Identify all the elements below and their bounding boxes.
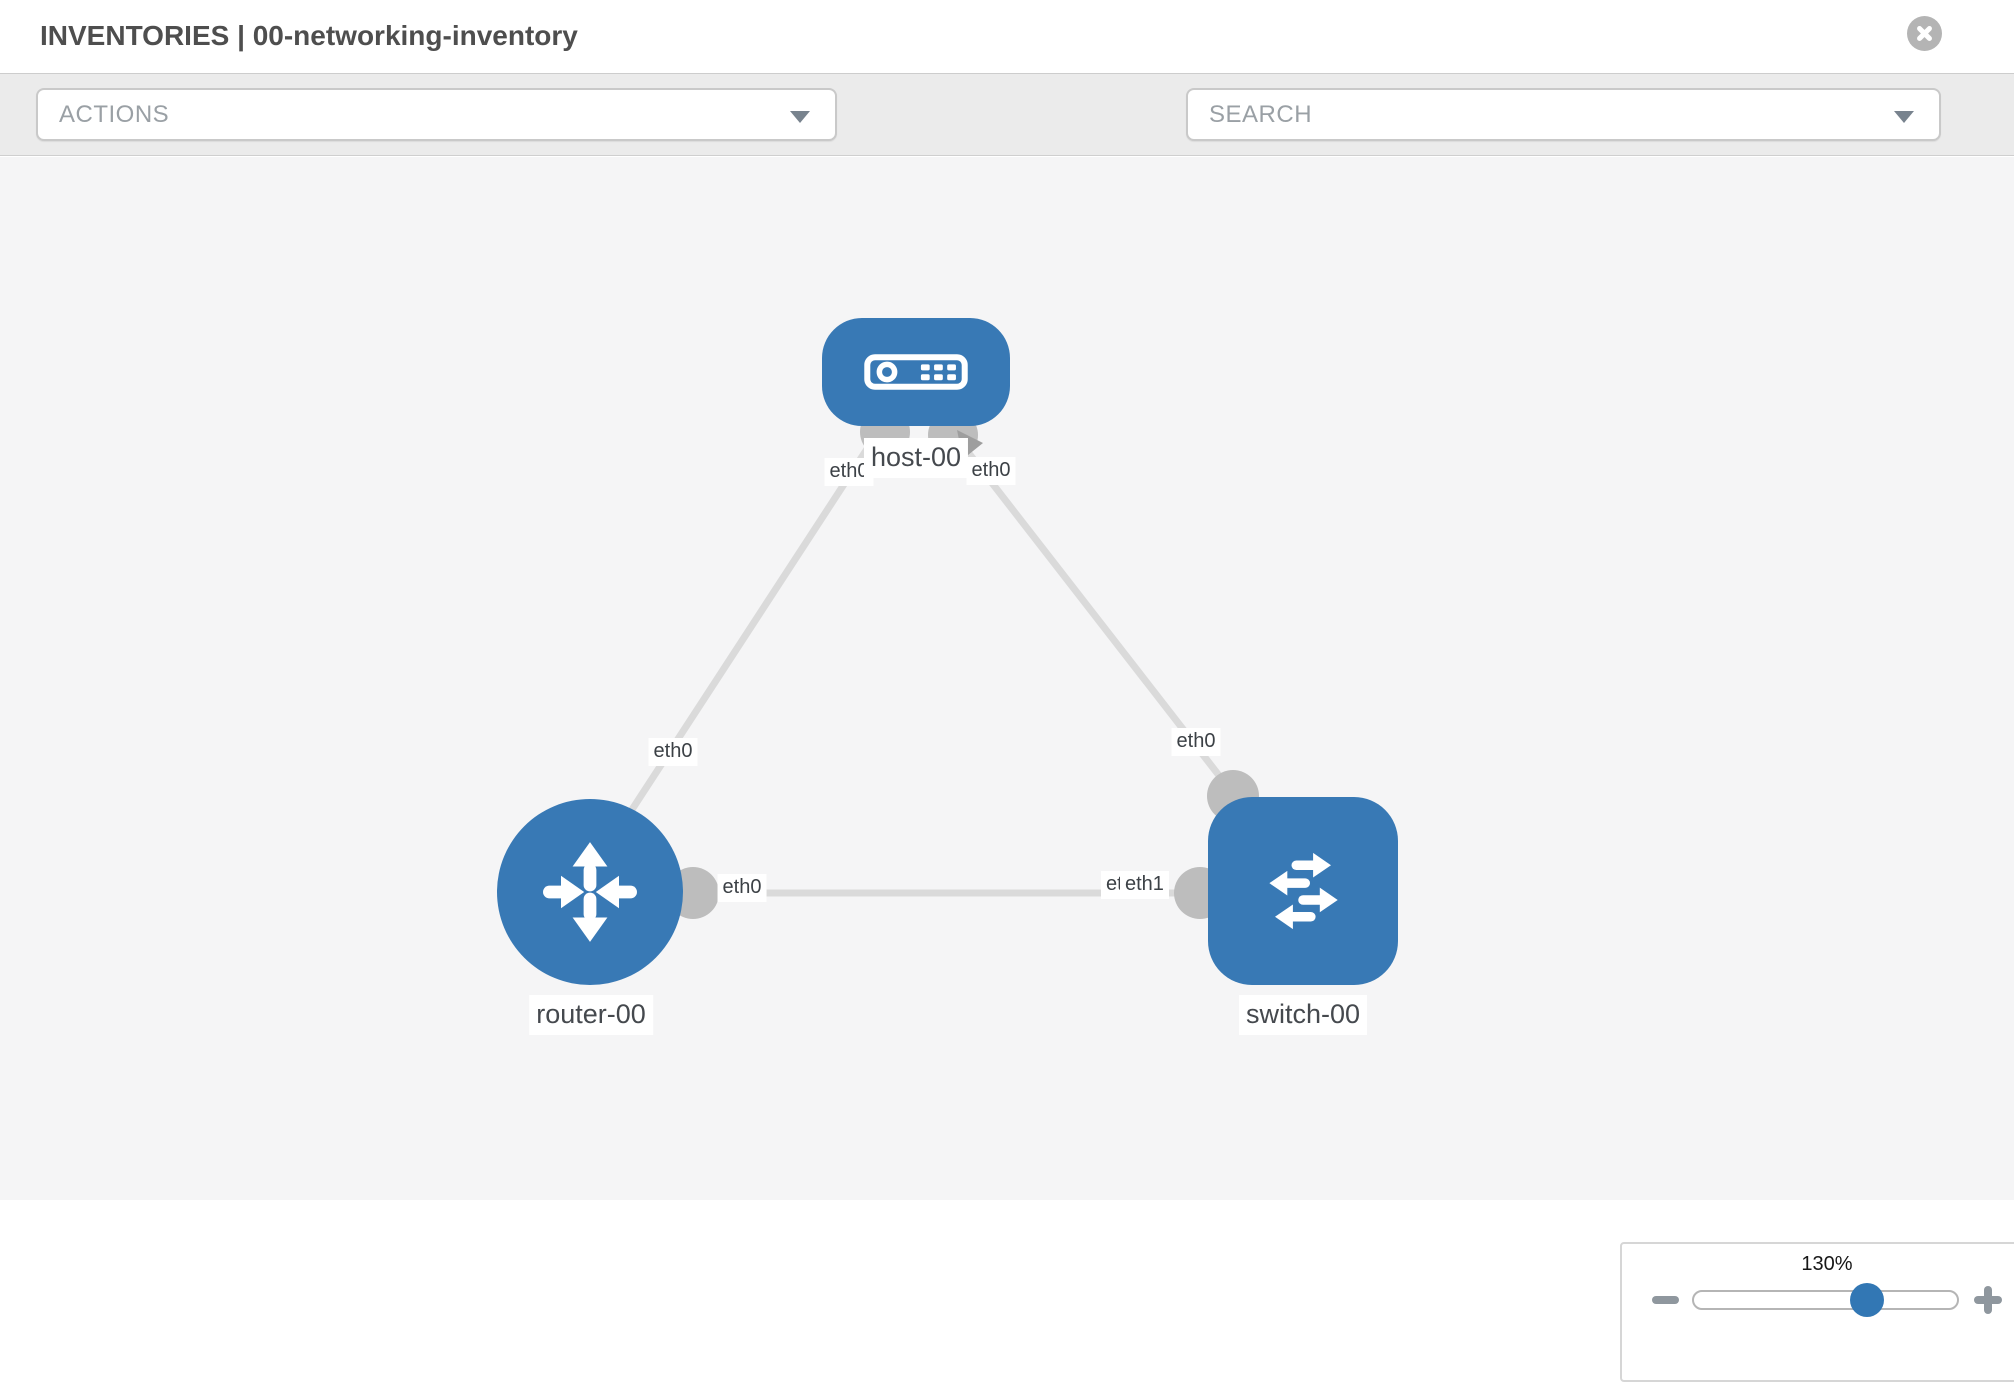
zoom-out-minus-icon[interactable] xyxy=(1652,1296,1679,1304)
zoom-slider-thumb[interactable] xyxy=(1850,1283,1884,1317)
host-icon xyxy=(864,354,968,390)
interface-label: eth0 xyxy=(648,738,698,766)
actions-dropdown[interactable]: ACTIONS xyxy=(36,88,837,141)
chevron-down-icon xyxy=(1894,111,1914,123)
zoom-level-value: 130% xyxy=(1801,1253,1853,1275)
topology-canvas[interactable]: eth0 eth0 eth0 eth0 eth0 eth1 eth1 host-… xyxy=(0,157,2014,1382)
interface-label: eth1 xyxy=(1120,871,1169,899)
plus-icon-bar xyxy=(1984,1286,1992,1314)
switch-icon xyxy=(1269,852,1338,930)
node-label-router-00: router-00 xyxy=(529,995,653,1035)
node-switch-00[interactable] xyxy=(1208,797,1398,985)
search-dropdown-placeholder: SEARCH xyxy=(1209,100,1313,128)
interface-label: eth0 xyxy=(1171,728,1221,756)
header: INVENTORIES | 00-networking-inventory xyxy=(0,0,2014,73)
zoom-control-panel: 130% xyxy=(1620,1242,2014,1382)
interface-label: eth0 xyxy=(717,874,767,902)
zoom-slider[interactable] xyxy=(1692,1283,1959,1317)
search-dropdown[interactable]: SEARCH xyxy=(1186,88,1941,141)
links-layer xyxy=(602,404,1305,919)
close-icon[interactable] xyxy=(1907,16,1942,51)
chevron-down-icon xyxy=(790,111,810,123)
router-icon xyxy=(543,842,637,942)
node-host-00[interactable] xyxy=(822,318,1010,426)
interface-label: eth0 xyxy=(966,457,1016,485)
node-label-host-00: host-00 xyxy=(863,438,969,478)
node-label-switch-00: switch-00 xyxy=(1238,995,1368,1035)
node-router-00[interactable] xyxy=(497,799,683,985)
zoom-in-plus-icon[interactable] xyxy=(1974,1286,2002,1314)
toolbar: ACTIONS SEARCH xyxy=(0,73,2014,208)
actions-dropdown-label: ACTIONS xyxy=(59,100,170,128)
page-title: INVENTORIES | 00-networking-inventory xyxy=(40,20,578,51)
